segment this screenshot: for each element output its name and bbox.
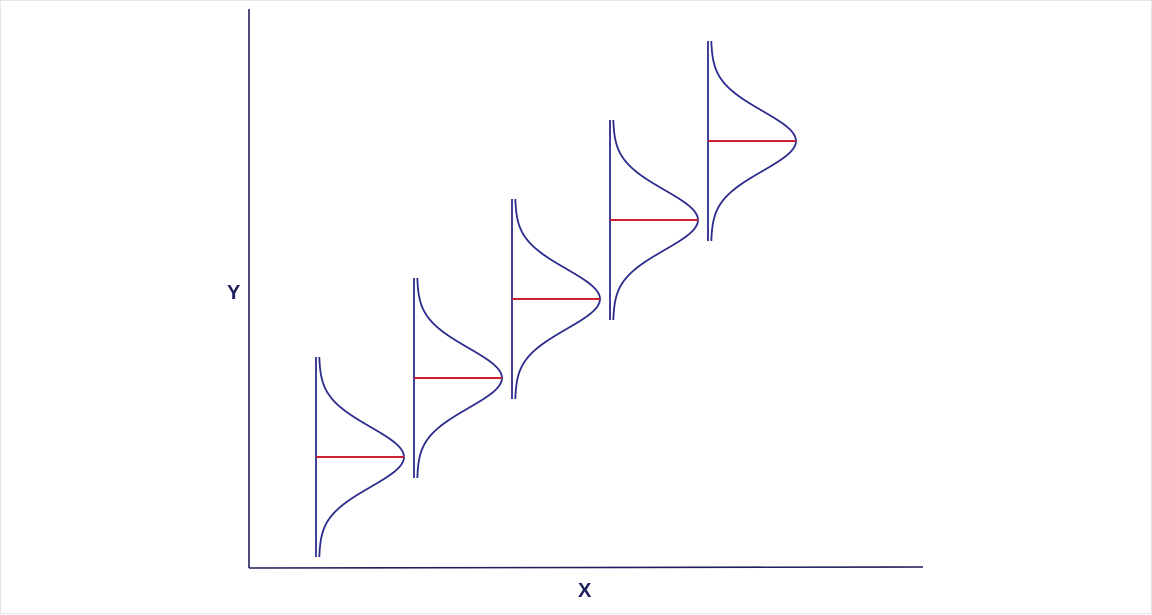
distribution-3 bbox=[511, 198, 601, 400]
distribution-4 bbox=[609, 119, 699, 321]
x-axis-line bbox=[248, 566, 924, 569]
distribution-5 bbox=[707, 40, 797, 242]
conditional-distributions bbox=[315, 40, 797, 558]
distribution-1 bbox=[315, 356, 405, 558]
y-axis-label: Y bbox=[227, 282, 241, 304]
x-axis-label: X bbox=[578, 580, 592, 602]
distribution-2 bbox=[413, 277, 503, 479]
